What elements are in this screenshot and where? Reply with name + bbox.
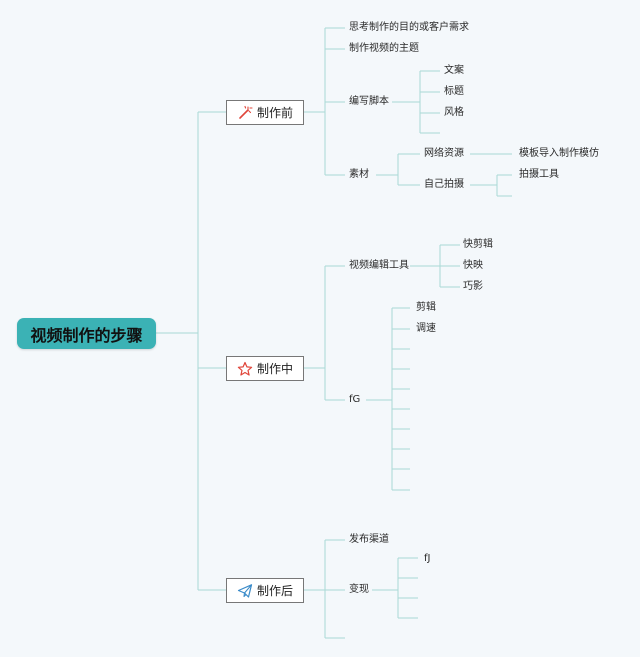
node-self-shooting[interactable]: 自己拍摄 — [424, 179, 464, 190]
stage-label-during: 制作中 — [256, 362, 293, 376]
root-label: 视频制作的步骤 — [30, 325, 143, 345]
star-icon — [237, 361, 253, 377]
node-theme[interactable]: 制作视频的主题 — [349, 43, 419, 54]
node-speed[interactable]: 调速 — [416, 323, 436, 334]
node-edit-tools[interactable]: 视频编辑工具 — [349, 260, 409, 271]
node-channel[interactable]: 发布渠道 — [349, 534, 389, 545]
node-tool-kuaijianji[interactable]: 快剪辑 — [463, 239, 493, 250]
node-material[interactable]: 素材 — [349, 169, 369, 180]
node-template-import[interactable]: 模板导入制作模仿 — [519, 148, 599, 159]
node-cutting[interactable]: 剪辑 — [416, 302, 436, 313]
stage-node-after[interactable]: 制作后 — [226, 578, 304, 603]
stage-node-during[interactable]: 制作中 — [226, 356, 304, 381]
node-fj[interactable]: fJ — [424, 553, 431, 564]
root-node[interactable]: 视频制作的步骤 — [17, 318, 156, 349]
node-script-copy[interactable]: 文案 — [444, 65, 464, 76]
node-monetize[interactable]: 变现 — [349, 584, 369, 595]
magic-wand-icon — [237, 105, 253, 121]
node-script-title[interactable]: 标题 — [444, 86, 464, 97]
paper-plane-icon — [237, 583, 253, 599]
stage-label-after: 制作后 — [256, 584, 293, 598]
node-tool-qiaoying[interactable]: 巧影 — [463, 281, 483, 292]
node-online-resources[interactable]: 网络资源 — [424, 148, 464, 159]
node-shooting-tools[interactable]: 拍摄工具 — [519, 169, 559, 180]
stage-node-before[interactable]: 制作前 — [226, 100, 304, 125]
node-purpose[interactable]: 思考制作的目的或客户需求 — [349, 22, 469, 33]
node-fg[interactable]: fG — [349, 394, 361, 405]
node-script-style[interactable]: 风格 — [444, 107, 464, 118]
node-tool-kuaiying[interactable]: 快映 — [463, 260, 483, 271]
node-script[interactable]: 编写脚本 — [349, 96, 389, 107]
stage-label-before: 制作前 — [256, 106, 293, 120]
